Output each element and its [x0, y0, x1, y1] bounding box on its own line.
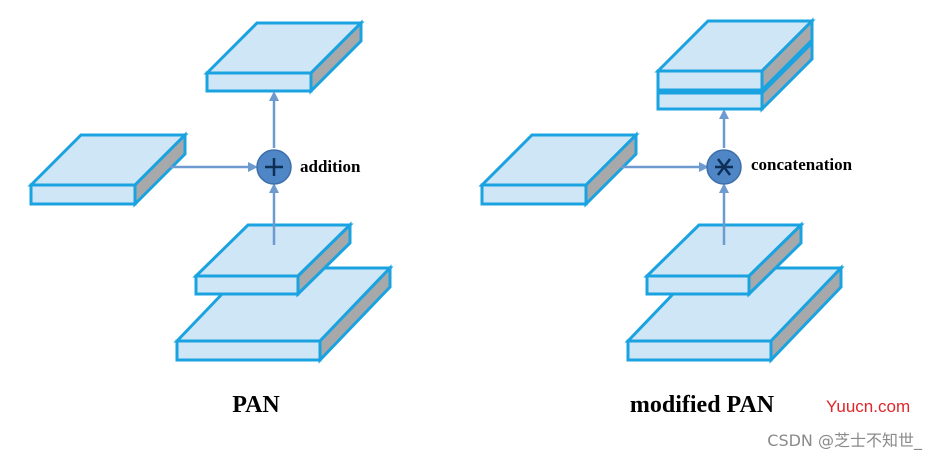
diagram-caption: modified PAN	[630, 392, 775, 418]
operation-label: addition	[300, 157, 361, 176]
author-watermark: CSDN @芝士不知世_	[767, 431, 923, 451]
bottom-small-feature-block	[192, 221, 354, 298]
bottom-small-feature-block	[643, 221, 805, 298]
site-watermark: Yuucn.com	[826, 397, 910, 416]
output-feature-block	[203, 19, 365, 95]
diagram-caption: PAN	[232, 392, 280, 418]
lateral-input-block	[478, 131, 640, 208]
asterisk-circle-icon	[706, 149, 742, 185]
pan-diagram: addition PAN	[27, 19, 394, 418]
operation-label: concatenation	[751, 155, 853, 174]
plus-circle-icon	[256, 149, 292, 185]
concatenated-output-block	[654, 17, 816, 113]
lateral-input-block	[27, 131, 189, 208]
modified-pan-diagram: concatenation modified PAN	[478, 17, 853, 418]
